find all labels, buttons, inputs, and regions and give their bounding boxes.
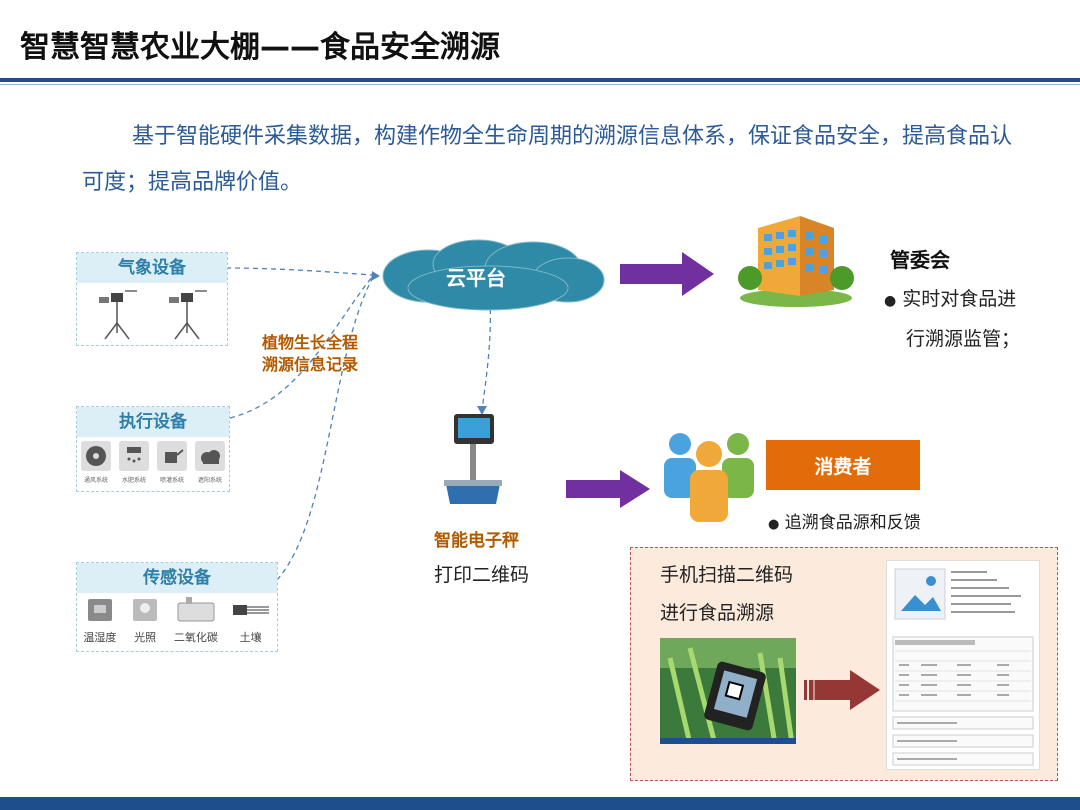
sensor-device-label: 传感设备 (77, 563, 277, 593)
soil-sensor-icon (232, 605, 269, 615)
consumers-icon (664, 433, 754, 522)
actuator-device-label: 执行设备 (77, 407, 229, 437)
building-icon (738, 216, 854, 307)
phone-scan-photo (660, 638, 796, 744)
bullet-icon: ● (768, 517, 780, 532)
weather-device-box: 气象设备 (76, 252, 228, 346)
committee-title: 管委会 (890, 248, 950, 272)
committee-bullet: ● 实时对食品进 行溯源监管； (884, 288, 1021, 350)
trace-line1: 手机扫描二维码 (660, 564, 794, 586)
consumer-badge: 消费者 (766, 440, 920, 490)
sensor-device-box: 传感设备 温湿度 光照 二氧化碳 土壤 (76, 562, 278, 652)
sensor-connector (276, 278, 373, 581)
scale-sub-label: 打印二维码 (434, 564, 530, 586)
temp-humidity-item: 温湿度 (83, 597, 116, 645)
co2-sensor-icon (177, 597, 215, 622)
trace-document (886, 560, 1040, 770)
light-sensor-icon (133, 599, 158, 621)
scale-label: 智能电子秤 (434, 531, 519, 551)
weather-connector (225, 267, 373, 276)
fertigation-item: 水肥系统 (119, 441, 149, 484)
trace-document-content (892, 568, 1034, 766)
temp-humidity-sensor-icon (87, 599, 112, 621)
soil-item: 土壤 (231, 597, 271, 645)
sprinkler-icon (119, 441, 149, 471)
page-title: 智慧智慧农业大棚——食品安全溯源 (20, 30, 500, 65)
fan-icon (81, 441, 111, 471)
bullet-icon: ● (884, 293, 897, 309)
trace-line2: 进行食品溯源 (660, 602, 775, 624)
actuator-connector (229, 276, 373, 419)
consumer-bullet: ● 追溯食品源和反馈 (768, 513, 921, 533)
arrow-to-committee (620, 252, 714, 296)
cloud-platform-shape (382, 239, 605, 311)
weather-device-label: 气象设备 (77, 253, 227, 283)
light-item: 光照 (129, 597, 161, 645)
shading-item: 遮阳系统 (195, 441, 225, 484)
irrigation-item: 喷灌系统 (157, 441, 187, 484)
footer-bar (0, 797, 1080, 810)
scale-icon (444, 414, 502, 504)
arrow-to-consumer (566, 470, 650, 508)
co2-item: 二氧化碳 (174, 597, 218, 645)
watering-can-icon (157, 441, 187, 471)
lifecycle-annotation: 植物生长全程 溯源信息记录 (262, 333, 359, 374)
actuator-device-box: 执行设备 通风系统 水肥系统 喷灌系统 遮阳系统 (76, 406, 230, 492)
cloud-platform-label: 云平台 (446, 266, 506, 290)
arrow-to-trace-doc (804, 670, 880, 710)
intro-paragraph: 基于智能硬件采集数据，构建作物全生命周期的溯源信息体系，保证食品安全，提高食品认… (82, 124, 1013, 195)
title-rule (0, 78, 1080, 82)
weather-station-icons (99, 290, 207, 340)
cloud-icon (195, 441, 225, 471)
cloud-to-scale-connector (481, 299, 492, 411)
title-rule-thin (0, 84, 1080, 85)
ventilation-item: 通风系统 (81, 441, 111, 484)
